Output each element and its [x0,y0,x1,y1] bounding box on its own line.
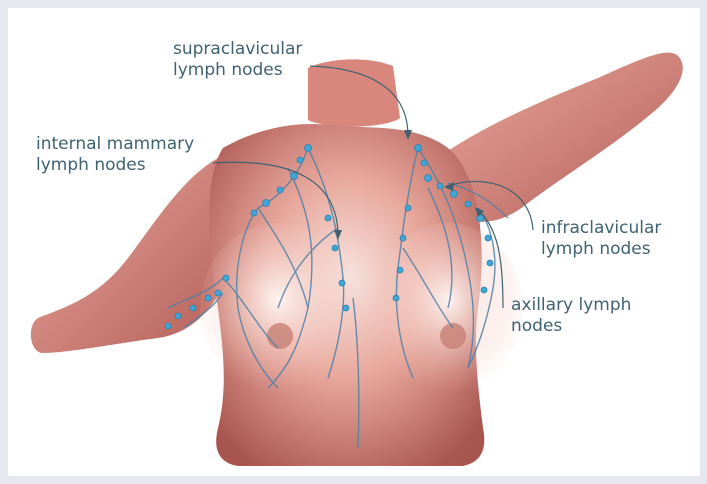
neck [308,59,400,126]
internal-mammary-label: internal mammary lymph nodes [36,134,194,176]
supraclavicular-label: supraclavicular lymph nodes [173,39,302,81]
figure-panel: supraclavicular lymph nodes internal mam… [8,8,700,476]
infraclavicular-label: infraclavicular lymph nodes [541,218,661,260]
left-nipple [267,323,293,349]
axillary-label: axillary lymph nodes [511,295,631,337]
lowered-arm [31,158,228,353]
